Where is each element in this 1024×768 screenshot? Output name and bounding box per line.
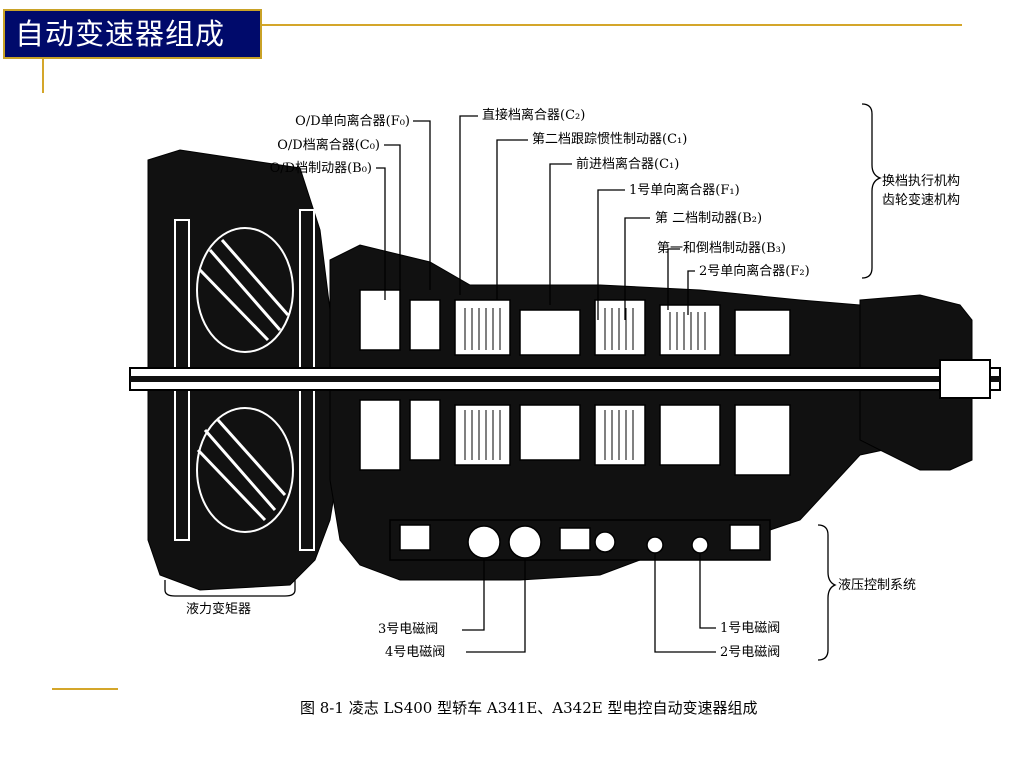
left-accent-line (42, 59, 44, 93)
label-second-coast-brake: 第二档跟踪惯性制动器(C₁) (532, 132, 688, 147)
leader-lines (164, 103, 882, 661)
top-divider (262, 24, 962, 26)
label-solenoid-1: 1号电磁阀 (720, 621, 781, 636)
label-forward-clutch: 前进档离合器(C₁) (576, 157, 680, 172)
bottom-accent-line (52, 688, 118, 690)
label-second-brake: 第 二档制动器(B₂) (655, 211, 763, 226)
label-first-reverse-brake: 第一和倒档制动器(B₃) (657, 241, 786, 256)
label-no1-one-way-clutch: 1号单向离合器(F₁) (629, 183, 740, 198)
label-od-one-way-clutch: O/D单向离合器(F₀) (295, 114, 410, 129)
label-shift-mechanism: 换档执行机构 (882, 174, 961, 189)
label-od-clutch: O/D档离合器(C₀) (277, 138, 380, 153)
label-direct-clutch: 直接档离合器(C₂) (482, 108, 586, 123)
clutch-plates (464, 308, 706, 460)
valve-body (389, 519, 771, 561)
label-od-brake: O/D档制动器(B₀) (269, 161, 372, 176)
label-gear-mechanism: 齿轮变速机构 (882, 193, 961, 208)
label-solenoid-4: 4号电磁阀 (385, 645, 446, 660)
label-solenoid-3: 3号电磁阀 (378, 622, 439, 637)
label-no2-one-way-clutch: 2号单向离合器(F₂) (699, 264, 810, 279)
label-hydraulic-control: 液压控制系统 (838, 578, 917, 593)
clutch-brake-packs (359, 289, 791, 476)
label-solenoid-2: 2号电磁阀 (720, 645, 781, 660)
slide-title: 自动变速器组成 (3, 9, 262, 59)
main-shaft (129, 359, 1001, 399)
label-torque-converter: 液力变矩器 (186, 602, 252, 617)
figure-caption: 图 8-1 凌志 LS400 型轿车 A341E、A342E 型电控自动变速器组… (300, 699, 758, 717)
